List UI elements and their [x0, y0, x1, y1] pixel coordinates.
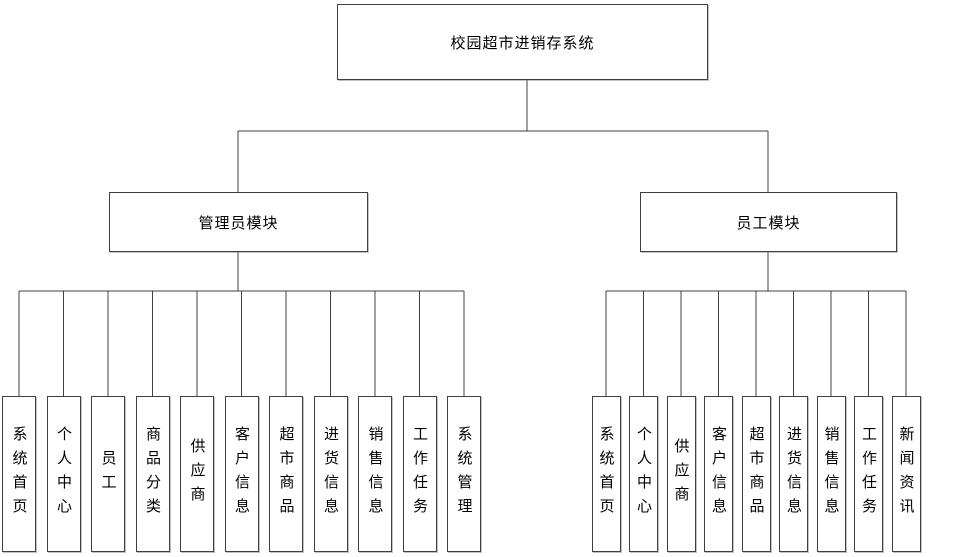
leaf-node: 新闻资讯 — [891, 396, 921, 552]
leaf-node-label: 超市商品 — [747, 426, 765, 522]
leaf-node-label: 新闻资讯 — [897, 426, 915, 522]
leaf-node: 销售信息 — [816, 396, 846, 552]
leaf-node: 超市商品 — [269, 396, 303, 552]
leaf-node-label: 进货信息 — [322, 426, 339, 522]
leaf-node-label: 客户信息 — [233, 426, 250, 522]
module-node-employee: 员工模块 — [640, 192, 897, 252]
module-node-admin-label: 管理员模块 — [198, 214, 279, 232]
leaf-node: 商品分类 — [135, 396, 170, 552]
leaf-node: 进货信息 — [779, 396, 808, 552]
leaf-node-label: 进货信息 — [785, 426, 802, 522]
leaf-node: 供应商 — [666, 396, 696, 552]
leaf-node: 超市商品 — [741, 396, 771, 552]
leaf-node: 系统首页 — [591, 396, 621, 552]
leaf-node: 员工 — [91, 396, 125, 552]
leaf-node: 系统管理 — [447, 396, 481, 552]
leaf-node: 工作任务 — [854, 396, 883, 552]
leaf-node: 个人中心 — [629, 396, 658, 552]
leaf-node-label: 系统首页 — [10, 426, 28, 522]
leaf-node: 客户信息 — [224, 396, 259, 552]
leaf-node-label: 系统首页 — [597, 426, 615, 522]
leaf-node-label: 供应商 — [672, 438, 690, 510]
leaf-node: 系统首页 — [2, 396, 36, 552]
leaf-node: 销售信息 — [358, 396, 392, 552]
leaf-node-label: 工作任务 — [860, 426, 877, 522]
leaf-node-label: 销售信息 — [366, 426, 384, 522]
module-node-employee-label: 员工模块 — [736, 214, 801, 232]
leaf-node: 客户信息 — [704, 396, 733, 552]
leaf-node-label: 销售信息 — [822, 426, 840, 522]
leaf-node-label: 工作任务 — [411, 426, 428, 522]
leaf-node-label: 个人中心 — [635, 426, 652, 522]
leaf-node-label: 超市商品 — [277, 426, 295, 522]
root-node-label: 校园超市进销存系统 — [450, 34, 595, 52]
leaf-node: 进货信息 — [313, 396, 348, 552]
leaf-node: 供应商 — [180, 396, 214, 552]
module-node-admin: 管理员模块 — [109, 192, 368, 252]
leaf-node-label: 个人中心 — [55, 426, 72, 522]
leaf-node-label: 供应商 — [188, 438, 206, 510]
leaf-node-label: 系统管理 — [455, 426, 473, 522]
leaf-node: 工作任务 — [402, 396, 437, 552]
leaf-node: 个人中心 — [46, 396, 81, 552]
leaf-node-label: 员工 — [99, 450, 117, 498]
leaf-node-label: 客户信息 — [710, 426, 727, 522]
leaf-node-label: 商品分类 — [144, 426, 161, 522]
root-node: 校园超市进销存系统 — [337, 4, 708, 80]
